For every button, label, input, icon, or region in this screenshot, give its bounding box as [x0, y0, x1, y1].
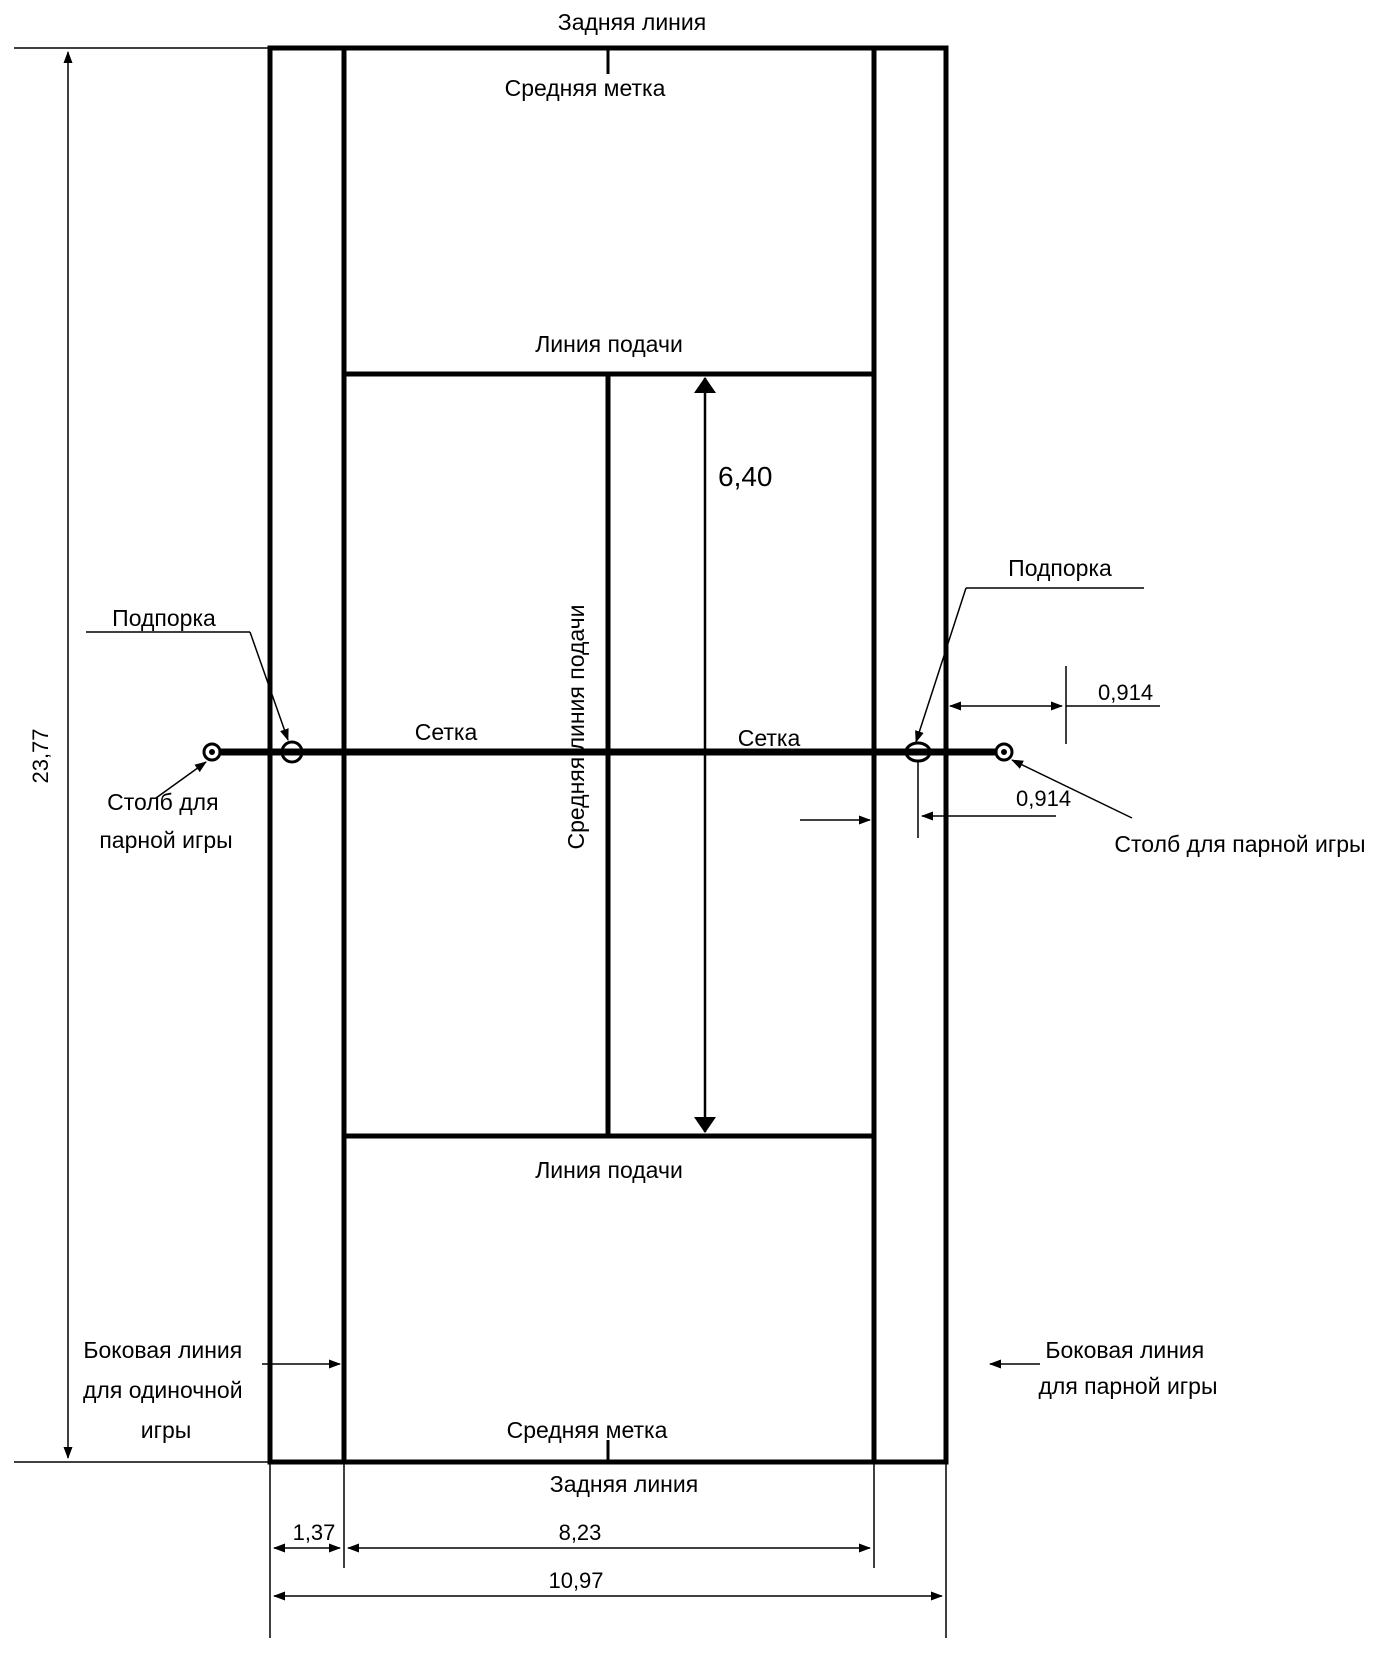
net-right-label: Сетка: [738, 725, 801, 751]
alley-width-value: 1,37: [293, 1520, 336, 1545]
post-offset-singles-value: 0,914: [1016, 786, 1071, 811]
post-offset-singles-dimension: [800, 760, 1056, 838]
width-dimensions: [269, 1464, 947, 1638]
service-line-bottom-label: Линия подачи: [535, 1157, 683, 1183]
leader-lines: [86, 587, 1144, 1369]
doubles-post-right-icon: [994, 742, 1014, 762]
center-mark-top-label: Средняя метка: [505, 75, 666, 101]
court-length-value: 23,77: [28, 728, 53, 783]
singles-width-value: 8,23: [559, 1520, 602, 1545]
support-left-icon: [280, 740, 304, 764]
baseline-bottom-label: Задняя линия: [550, 1471, 698, 1497]
support-left-label: Подпорка: [112, 605, 216, 631]
singles-sideline-label: Боковая линия для одиночной игры: [83, 1337, 249, 1443]
doubles-post-right-label: Столб для парной игры: [1114, 831, 1365, 857]
doubles-post-left-icon: [202, 742, 222, 762]
post-offset-doubles-value: 0,914: [1098, 680, 1153, 705]
service-line-top-label: Линия подачи: [535, 331, 683, 357]
post-offset-doubles-dimension: [949, 666, 1160, 744]
support-right-label: Подпорка: [1008, 555, 1112, 581]
service-box-length-value: 6,40: [718, 461, 773, 492]
baseline-top-label: Задняя линия: [558, 9, 706, 35]
doubles-sideline-label: Боковая линия для парной игры: [1038, 1337, 1217, 1399]
court-length-dimension: [14, 47, 268, 1463]
net-left-label: Сетка: [415, 719, 478, 745]
doubles-width-value: 10,97: [548, 1568, 603, 1593]
center-service-line-label: Средняя линия подачи: [563, 604, 589, 849]
center-mark-bottom-label: Средняя метка: [507, 1417, 668, 1443]
doubles-post-left-label: Столб для парной игры: [99, 789, 232, 853]
